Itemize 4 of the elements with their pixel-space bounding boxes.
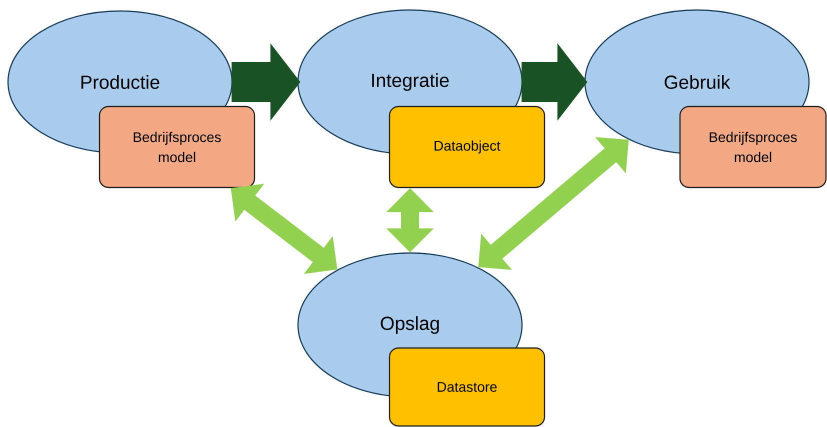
artifact-box: Dataobject: [388, 106, 546, 188]
artifact-box: Bedrijfsproces model: [679, 106, 827, 188]
artifact-box: Bedrijfsproces model: [98, 106, 256, 188]
artifact-box: Datastore: [388, 347, 546, 427]
